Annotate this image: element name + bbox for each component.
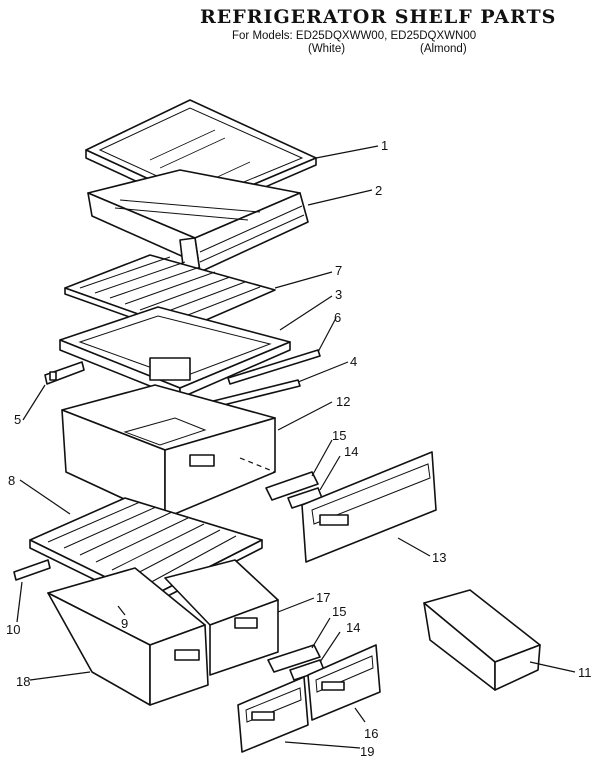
callout-14-upper: 14 xyxy=(344,444,358,459)
variant-white-label: (White) xyxy=(308,43,346,55)
callout-3: 3 xyxy=(335,287,342,302)
diagram-title: REFRIGERATOR SHELF PARTS xyxy=(200,6,557,28)
callout-14-lower: 14 xyxy=(346,620,360,635)
part-3-cover-frame xyxy=(59,306,291,399)
part-12-crisper-pan xyxy=(61,384,276,519)
part-11-door-bin xyxy=(423,589,541,691)
callout-6: 6 xyxy=(334,310,341,325)
callout-13: 13 xyxy=(432,550,446,565)
part-15-14-hinge-lower xyxy=(267,644,325,681)
callout-5: 5 xyxy=(14,412,21,427)
callout-1: 1 xyxy=(381,138,388,153)
callout-15-lower: 15 xyxy=(332,604,346,619)
callout-11: 11 xyxy=(578,665,592,680)
callout-numbers: 1 2 7 3 6 4 12 15 14 13 5 8 10 9 18 17 1… xyxy=(6,138,592,759)
part-19-front-panel xyxy=(237,676,309,753)
callout-10: 10 xyxy=(6,622,20,637)
callout-4: 4 xyxy=(350,354,357,369)
callout-19: 19 xyxy=(360,744,374,759)
callout-18: 18 xyxy=(16,674,30,689)
callout-8: 8 xyxy=(8,473,15,488)
part-5-rail xyxy=(44,361,85,385)
part-13-front-panel xyxy=(301,451,437,563)
callout-17: 17 xyxy=(316,590,330,605)
callout-15-upper: 15 xyxy=(332,428,346,443)
callout-16: 16 xyxy=(364,726,378,741)
callout-9: 9 xyxy=(121,616,128,631)
callout-12: 12 xyxy=(336,394,350,409)
part-10-rail xyxy=(13,559,51,581)
callout-2: 2 xyxy=(375,183,382,198)
model-numbers: For Models: ED25DQXWW00, ED25DQXWN00 xyxy=(232,30,477,42)
part-6-slide-rail xyxy=(227,349,321,385)
variant-almond-label: (Almond) xyxy=(420,43,467,55)
part-16-front-panel xyxy=(307,644,381,721)
callout-7: 7 xyxy=(335,263,342,278)
part-2-drawer xyxy=(87,169,309,275)
part-17-bin-right xyxy=(164,559,279,676)
part-18-bin-left xyxy=(47,567,209,706)
leader-lines xyxy=(16,145,576,749)
